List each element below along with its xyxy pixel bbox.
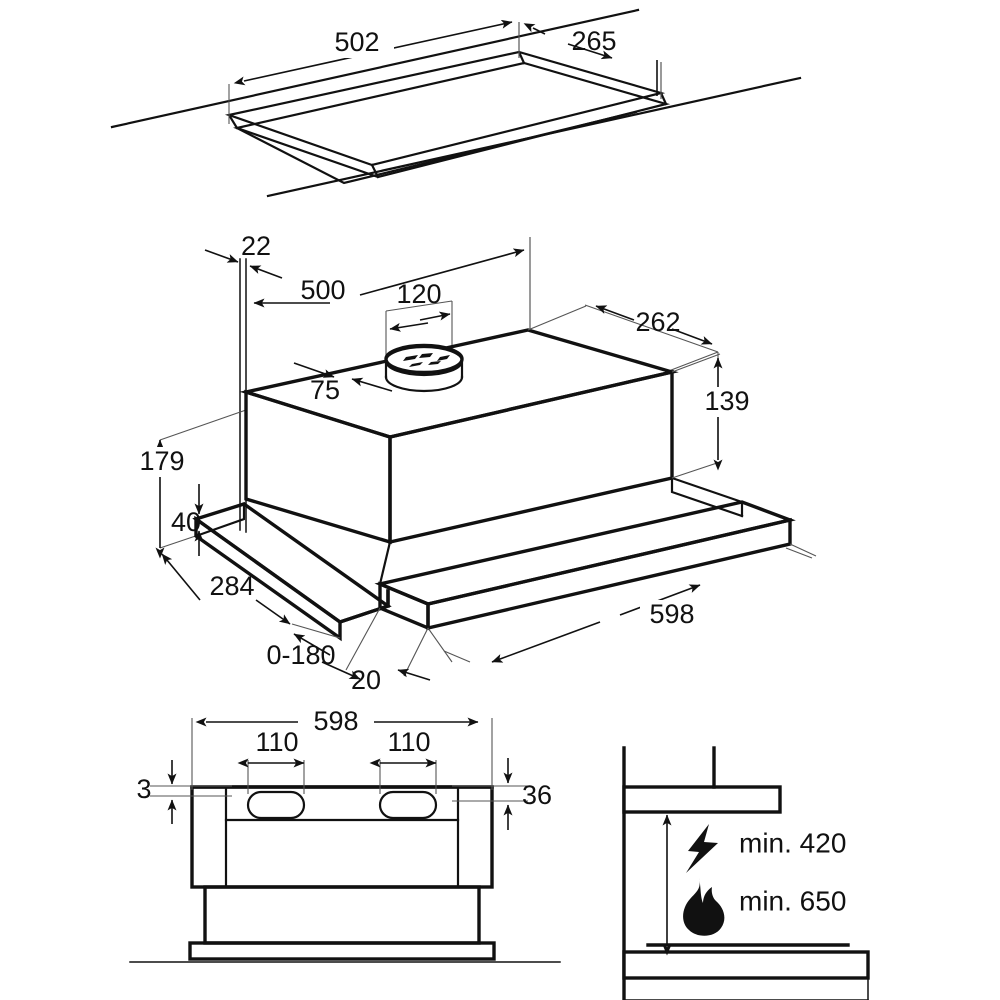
hood-drawer-front <box>374 476 796 631</box>
front-body-outline <box>190 785 494 889</box>
dimension-label-502: 502 <box>334 27 379 57</box>
dimension-front-width: 598 <box>427 543 817 663</box>
clearance-row-electric: min. 420 <box>686 824 846 873</box>
dimension-label-284: 284 <box>209 571 254 601</box>
front-lamp-right <box>378 790 438 820</box>
dimension-label-40: 40 <box>171 507 201 537</box>
air-outlet-cylinder <box>384 343 464 393</box>
dimension-slide-travel: 0-180 <box>266 607 381 680</box>
dimension-top-depth: 265 <box>518 22 662 99</box>
clearance-row-gas: min. 650 <box>683 878 846 936</box>
dimension-body-height: 139 <box>671 353 758 479</box>
iso-extension-lines <box>159 237 813 663</box>
dimension-label-598-iso: 598 <box>649 599 694 629</box>
dimension-total-height: 179 <box>134 439 196 559</box>
flame-icon <box>683 878 725 936</box>
cutout-opening <box>224 50 671 185</box>
dimension-label-3: 3 <box>136 774 151 804</box>
dimension-label-0-180: 0-180 <box>266 640 335 670</box>
dimension-body-depth: 262 <box>527 305 713 345</box>
lightning-bolt-icon <box>686 824 718 873</box>
dimension-front-top-gap-3: 3 <box>136 760 232 824</box>
dimension-lamp-left-110: 110 <box>237 727 305 794</box>
front-pedestal <box>129 885 561 963</box>
dimension-outlet-offset: 75 <box>293 362 393 405</box>
dimension-label-598-front: 598 <box>313 706 358 736</box>
front-lamp-left <box>246 790 306 820</box>
dimension-body-width: 500 <box>253 237 531 330</box>
view-isometric: 22 500 120 75 <box>134 231 817 695</box>
dimension-label-110-right: 110 <box>387 727 430 757</box>
dimension-label-20: 20 <box>351 665 381 695</box>
dimension-outlet-width: 120 <box>389 279 451 332</box>
outlet-fan-marks <box>403 353 450 367</box>
dimension-label-139: 139 <box>704 386 749 416</box>
view-front-elevation: 598 110 110 3 <box>129 706 561 963</box>
dimension-label-22: 22 <box>241 231 271 261</box>
dimension-label-75: 75 <box>310 375 340 405</box>
dimension-flange-thickness: 22 <box>204 231 283 279</box>
dimension-lip-depth: 284 <box>161 553 291 625</box>
view-top-plan: 502 265 <box>110 8 802 198</box>
dimension-top-width: 502 <box>228 19 520 124</box>
dimension-front-panel-36: 36 <box>452 758 552 830</box>
dimension-front-thickness: 20 <box>351 627 431 695</box>
worktop-reference-lines <box>110 8 802 198</box>
dimension-label-265: 265 <box>571 26 616 56</box>
clearance-label-electric: min. 420 <box>739 827 846 858</box>
dimension-label-110-left: 110 <box>255 727 298 757</box>
clearance-hood <box>622 746 782 814</box>
dimension-label-36: 36 <box>522 780 552 810</box>
clearance-hob <box>622 943 870 1000</box>
dimension-label-262: 262 <box>635 307 680 337</box>
dimension-front-width-598: 598 <box>191 706 493 790</box>
view-clearance: min. 420 min. 650 <box>622 746 870 1000</box>
clearance-label-gas: min. 650 <box>739 885 846 916</box>
dimension-lamp-right-110: 110 <box>369 727 437 794</box>
dimension-label-120: 120 <box>396 279 441 309</box>
dimension-lip-height: 40 <box>171 484 204 556</box>
dimension-label-500: 500 <box>300 275 345 305</box>
dimension-label-179: 179 <box>139 446 184 476</box>
